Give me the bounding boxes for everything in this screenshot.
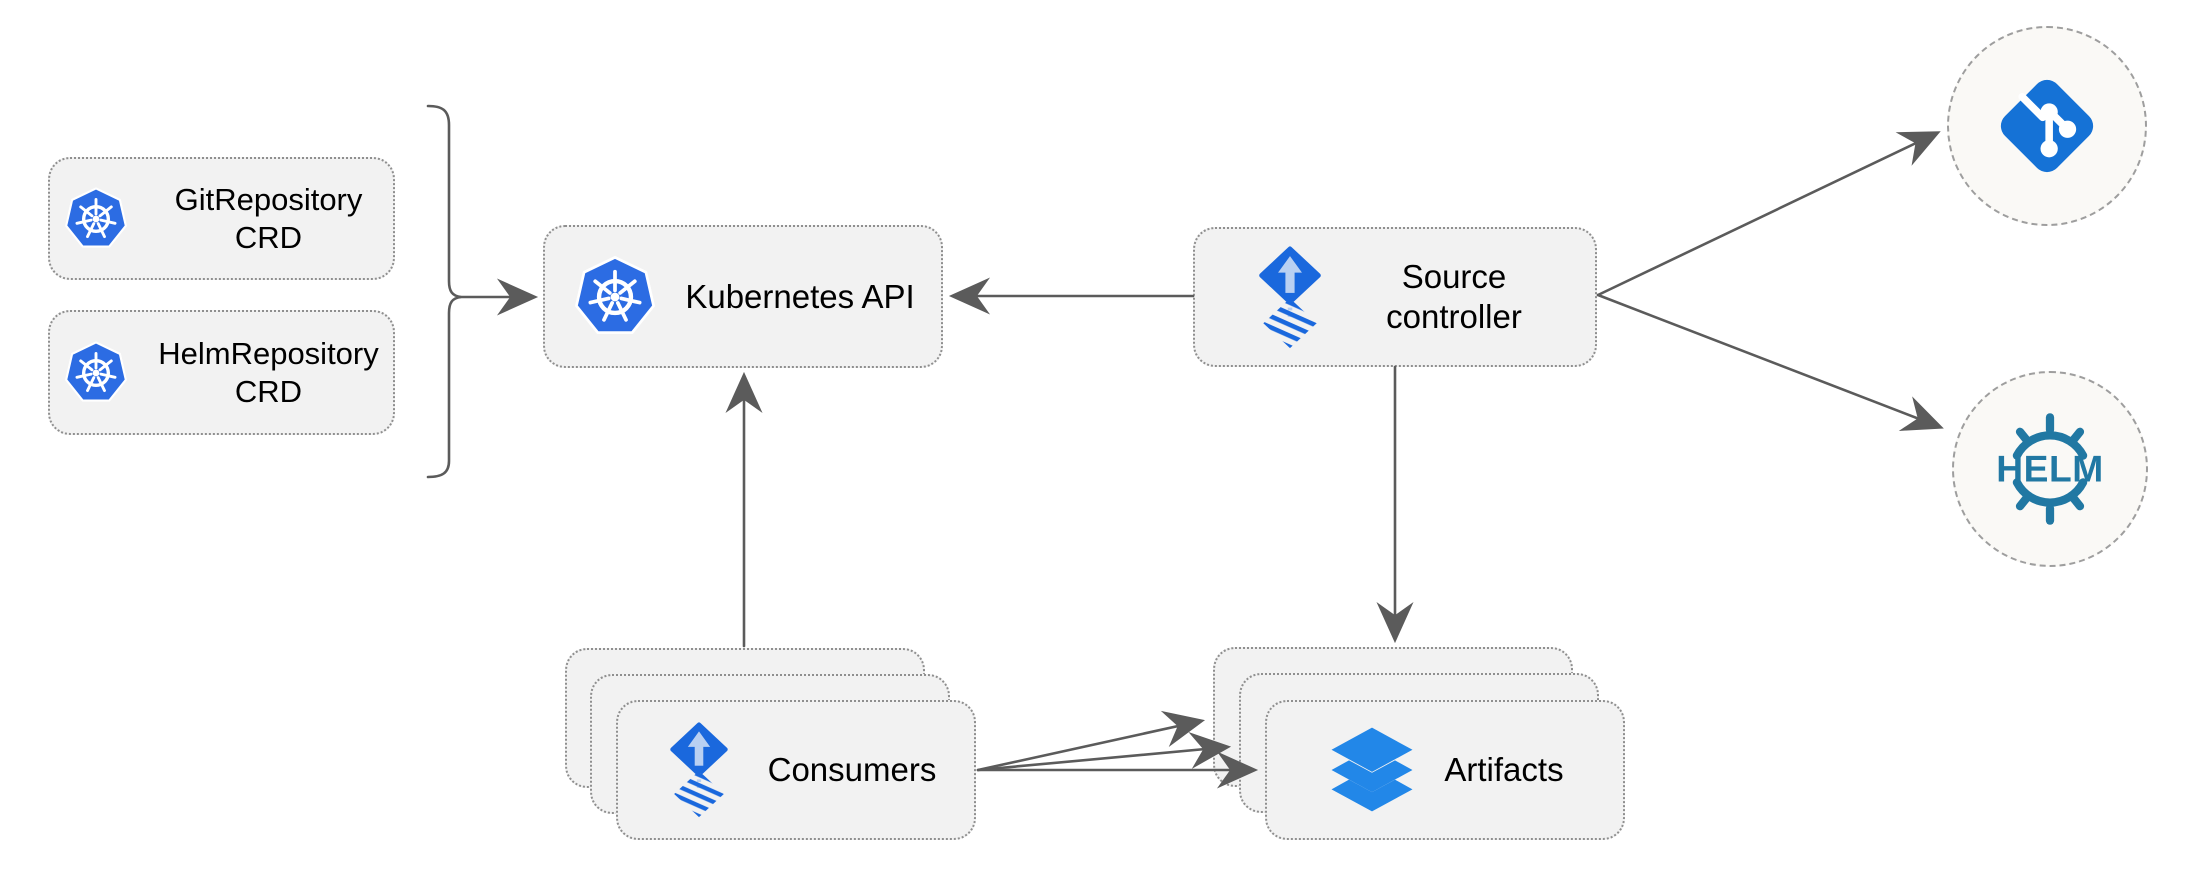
edge-source-to-git-remote [1596, 131, 1941, 297]
consumers-stack: Consumers [565, 648, 979, 842]
crd-group-brace [426, 104, 462, 479]
kubernetes-icon [62, 339, 130, 407]
artifacts-stack: Artifacts [1213, 647, 1627, 841]
node-git-remote [1947, 26, 2147, 226]
node-source-controller: Source controller [1193, 227, 1597, 367]
edge-consumers-to-artifacts-2 [976, 731, 1232, 772]
helm-icon: HELM [1988, 411, 2112, 527]
node-helm-remote: HELM [1952, 371, 2148, 567]
helm-logo-text: HELM [1996, 447, 2103, 489]
node-helmrepository-crd: HelmRepository CRD [48, 310, 395, 435]
git-icon [1993, 72, 2101, 180]
node-artifacts: Artifacts [1265, 700, 1625, 840]
flux-icon [656, 722, 742, 818]
node-label: Consumers [767, 751, 937, 789]
flux-icon [1244, 246, 1336, 349]
kubernetes-icon [62, 185, 130, 253]
edge-consumers-to-artifacts-1 [976, 710, 1206, 772]
kubernetes-icon [571, 253, 659, 341]
node-label: Source controller [1386, 258, 1522, 335]
node-gitrepository-crd: GitRepository CRD [48, 157, 395, 280]
layers-icon [1326, 724, 1418, 816]
node-label: GitRepository CRD [174, 182, 363, 255]
node-consumers: Consumers [616, 700, 976, 840]
node-label: Kubernetes API [685, 277, 915, 315]
node-label: HelmRepository CRD [158, 336, 379, 409]
node-kubernetes-api: Kubernetes API [543, 225, 943, 368]
node-label: Artifacts [1444, 751, 1564, 789]
edge-source-to-helm-remote [1596, 293, 1944, 431]
